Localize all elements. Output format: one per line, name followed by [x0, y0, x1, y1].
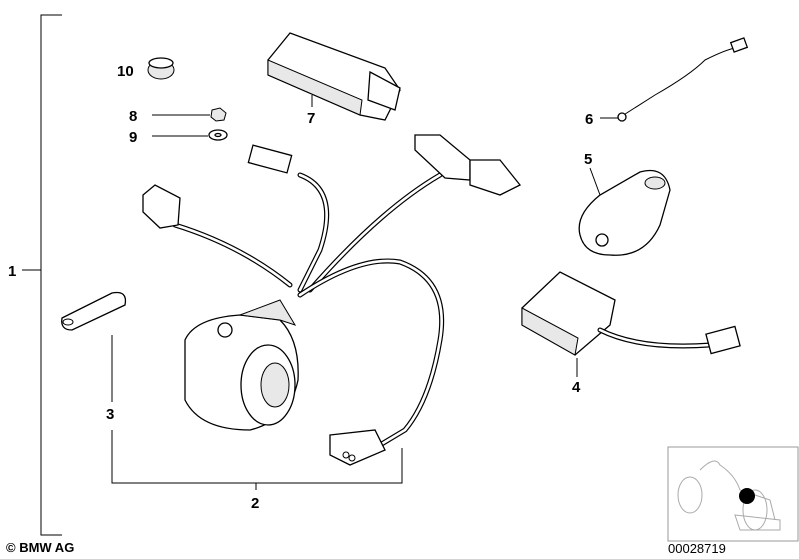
locator-marker — [739, 488, 755, 504]
callout-8: 8 — [129, 108, 137, 125]
part-4-receiver[interactable] — [521, 271, 741, 377]
part-6-sensor[interactable] — [600, 37, 749, 122]
callout-2: 2 — [251, 495, 259, 512]
part-2-harness[interactable] — [142, 134, 522, 466]
callout-4: 4 — [572, 379, 581, 396]
part-10-cap[interactable] — [147, 57, 175, 80]
part-3-key-tag[interactable] — [61, 291, 127, 403]
callout-5: 5 — [584, 151, 592, 168]
diagram-number: 00028719 — [668, 541, 726, 556]
part-8-nut[interactable] — [152, 107, 227, 122]
callout-6: 6 — [585, 111, 593, 128]
bracket-1 — [22, 14, 62, 536]
part-5-remote[interactable] — [578, 167, 671, 256]
copyright: © BMW AG — [6, 540, 74, 555]
callout-3: 3 — [106, 406, 114, 423]
part-7-module[interactable] — [267, 32, 401, 121]
callout-1: 1 — [8, 263, 16, 280]
bracket-2 — [111, 430, 403, 490]
part-9-washer[interactable] — [152, 129, 228, 141]
callout-9: 9 — [129, 129, 137, 146]
locator-thumbnail — [667, 446, 799, 542]
callout-10: 10 — [117, 63, 134, 80]
callout-7: 7 — [307, 110, 315, 127]
